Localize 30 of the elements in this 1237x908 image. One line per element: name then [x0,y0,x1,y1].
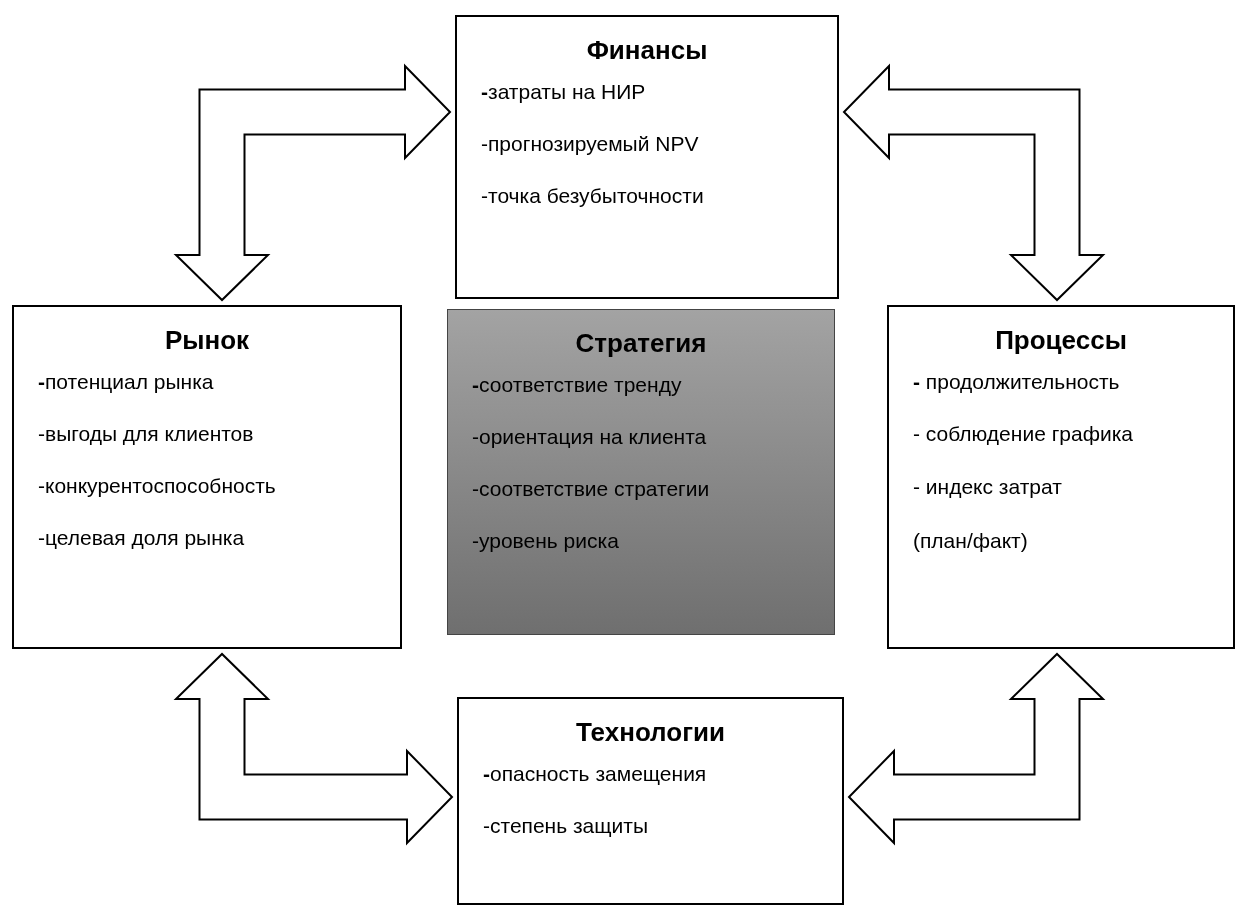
info-box [455,15,839,299]
list-item: -степень защиты [483,814,648,838]
double-headed-block-arrow [173,63,452,302]
box-title: Процессы [995,325,1127,356]
double-headed-block-arrow [173,652,454,846]
list-item: -ориентация на клиента [472,425,707,449]
list-item: -потенциал рынка [38,370,214,394]
list-item: -точка безубыточности [481,184,704,208]
box-title: Финансы [586,35,708,66]
list-item: -прогнозируемый NPV [481,132,699,156]
list-item: - соблюдение графика [913,422,1133,446]
info-box [457,697,844,905]
list-item: - индекс затрат (план/факт) [913,474,1063,554]
box-title: Рынок [164,325,250,356]
list-item: -целевая доля рынка [38,526,245,550]
highlighted-box [447,309,835,635]
box-title: Технологии [576,717,725,748]
list-item: -уровень риска [472,529,619,553]
list-item: -опасность замещения [483,762,707,786]
double-headed-block-arrow [847,652,1106,846]
list-item: -выгоды для клиентов [38,422,254,446]
info-box [12,305,402,649]
list-item: -соответствие стратегии [472,477,710,501]
info-box [887,305,1235,649]
list-item: -затраты на НИР [481,80,646,104]
double-headed-block-arrow [842,63,1106,302]
list-item: -соответствие тренду [472,373,682,397]
box-title: Стратегия [575,328,707,359]
list-item: - продолжительность [913,370,1120,394]
list-item: -конкурентоспособность [38,474,276,498]
